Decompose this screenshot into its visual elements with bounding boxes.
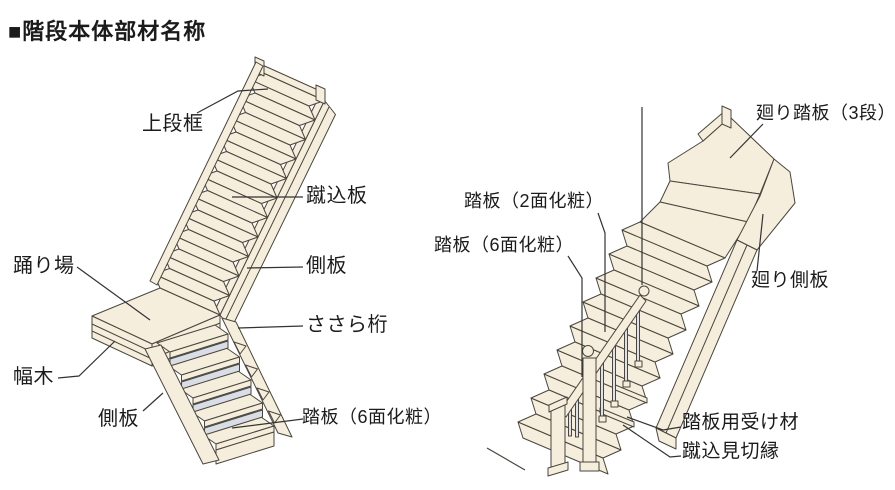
- label-fumiita-uke-zai: 踏板用受け材: [682, 412, 800, 433]
- label-sokuita-upper: 側板: [306, 255, 347, 277]
- left-staircase-illustration: [91, 56, 336, 465]
- leader-lines: [57, 88, 764, 471]
- right-staircase-illustration: [517, 105, 796, 477]
- mawari-side-board-foot: [655, 427, 677, 450]
- label-habaki: 幅木: [13, 366, 54, 388]
- label-odoriba: 踊り場: [13, 255, 75, 277]
- winder-top-frame-tab: [721, 105, 732, 129]
- label-joudan-kamachi: 上段框: [142, 113, 204, 135]
- left-lower-tread-edges: [169, 333, 275, 451]
- baluster-bases: [598, 360, 643, 423]
- page-title: ■階段本体部材名称: [8, 19, 207, 44]
- newel-post: [582, 357, 597, 463]
- newel-post-ball: [582, 345, 594, 357]
- leader-fumiita-6men-right: [567, 255, 583, 377]
- left-upper-treads: [153, 73, 325, 302]
- left-lower-side-board: [144, 344, 220, 465]
- label-fumiita-2men: 踏板（2面化粧）: [464, 191, 605, 211]
- left-far-board-thickness-line: [224, 106, 330, 322]
- leader-sasara-geta: [237, 325, 304, 329]
- leader-fumiita-6men-left: [231, 418, 304, 429]
- mawari-side-board-line: [665, 244, 748, 434]
- label-mawari-sokuita: 廻り側板: [751, 270, 830, 291]
- sasara-geta-notches: [233, 341, 281, 424]
- leader-fumiita-uke-zai: [626, 416, 682, 431]
- leader-odoriba: [76, 266, 151, 321]
- leader-mawari-sokuita: [756, 213, 764, 272]
- floor-line: [486, 447, 526, 471]
- label-sokuita-lower: 側板: [98, 408, 139, 430]
- label-kerikomi-ita: 蹴込板: [306, 185, 368, 207]
- leader-sokuita-lower: [142, 392, 164, 412]
- leader-habaki: [57, 340, 116, 379]
- bottom-newel-cap: [548, 396, 568, 413]
- label-sasara-geta: ささら桁: [306, 314, 388, 336]
- leader-sokuita-upper: [246, 266, 304, 269]
- leader-joudan-kamachi: [196, 88, 269, 114]
- label-mawari-fumiita: 廻り踏板（3段）: [756, 103, 895, 123]
- leader-mawari-fumiita: [729, 123, 764, 159]
- newel-post-base: [579, 461, 600, 472]
- leader-fumiita-2men: [597, 212, 606, 332]
- leader-kerikomi-mikiri-buchi: [622, 424, 682, 458]
- label-fumiita-6men-left: 踏板（6面化粧）: [302, 407, 443, 427]
- handrail-end-knob: [638, 285, 650, 297]
- bottom-newel-base: [547, 461, 569, 477]
- label-kerikomi-mikiri-buchi: 蹴込見切縁: [682, 441, 780, 462]
- label-fumiita-6men-right: 踏板（6面化粧）: [434, 235, 575, 255]
- left-near-side-board: [149, 61, 264, 286]
